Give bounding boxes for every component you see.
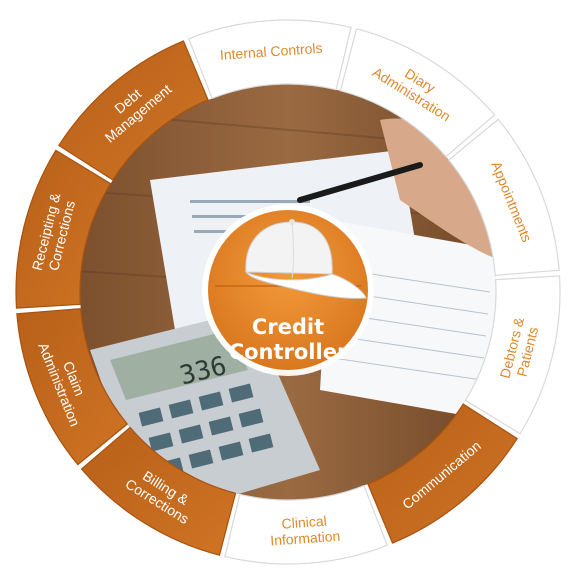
segment-communication[interactable]: [367, 403, 518, 544]
center-hub: Credit Controller: [202, 204, 374, 376]
segment-debtors-patients[interactable]: [464, 275, 561, 435]
segment-clinical-information[interactable]: [224, 484, 389, 565]
segment-label-internal-controls: Internal Controls: [219, 40, 323, 63]
segment-debt-management[interactable]: [58, 40, 209, 181]
segment-appointments[interactable]: [447, 118, 560, 276]
segment-label-line: Information: [270, 528, 341, 549]
segment-diary-administration[interactable]: [339, 28, 496, 158]
cap-icon: [244, 219, 367, 299]
center-title-line-2: Controller: [229, 340, 348, 364]
center-title-line-1: Credit: [252, 315, 324, 339]
segment-internal-controls[interactable]: [187, 19, 352, 100]
segments-ring: [15, 19, 561, 565]
segment-label-line: Internal Controls: [219, 40, 323, 63]
segment-claim-administration[interactable]: [16, 308, 129, 466]
segment-label-line: Clinical: [281, 513, 327, 532]
segment-receipting-corrections[interactable]: [15, 149, 112, 309]
segment-billing-corrections[interactable]: [80, 426, 237, 556]
pen: [297, 162, 423, 203]
